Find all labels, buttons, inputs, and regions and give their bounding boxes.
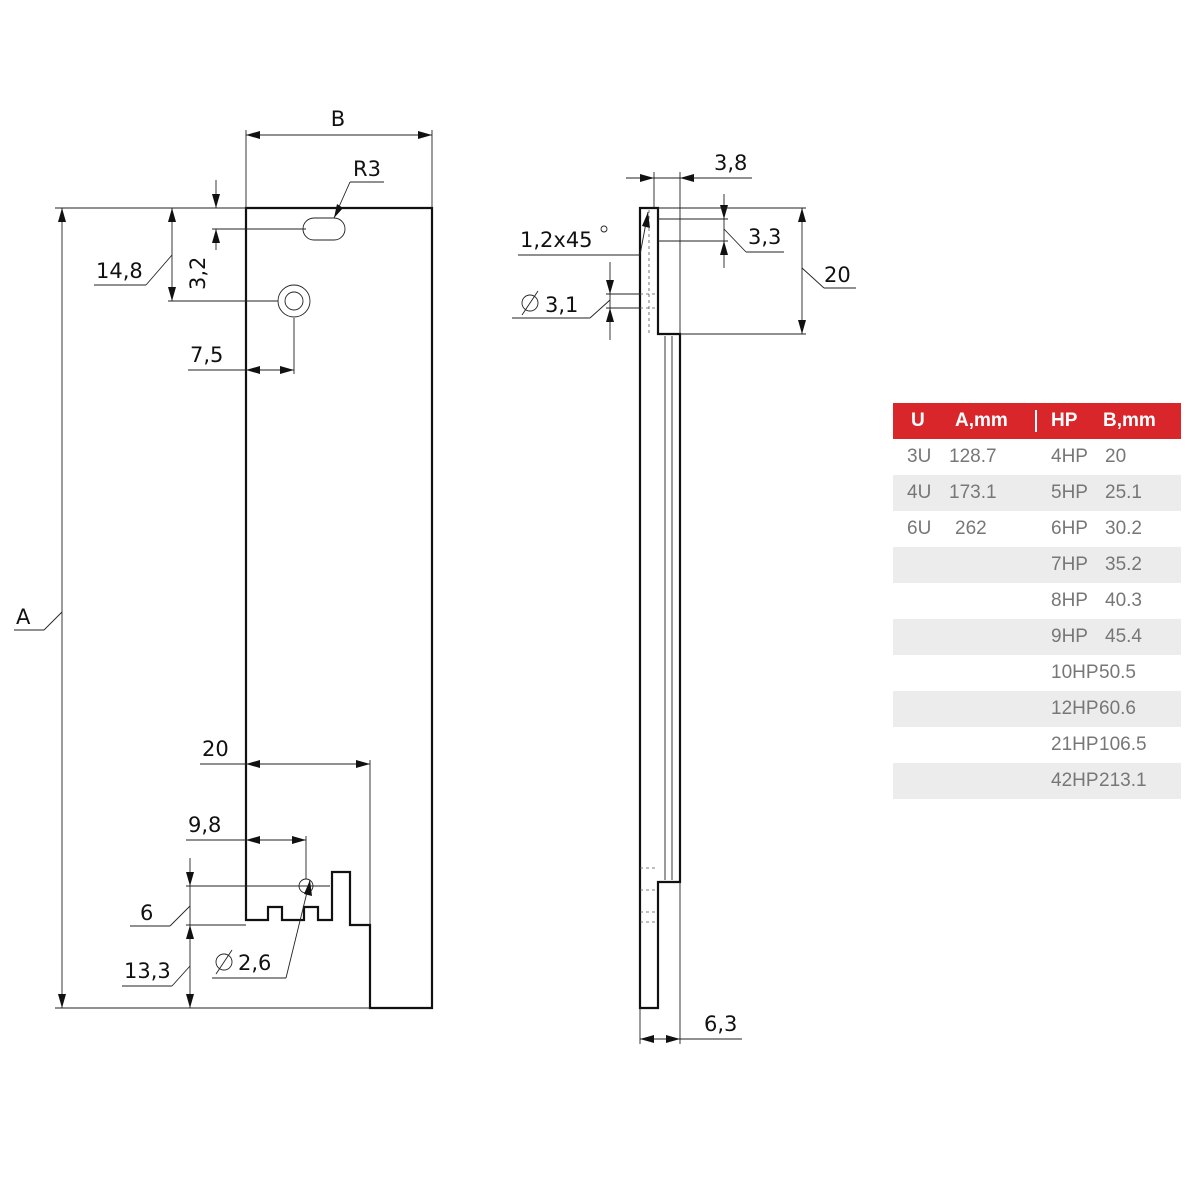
header-a: A,mm xyxy=(945,410,1037,432)
cell-a: 262 xyxy=(955,518,987,539)
table-row: 12HP 60.6 xyxy=(893,691,1181,727)
table-row: 42HP 213.1 xyxy=(893,763,1181,799)
cell-b: 40.3 xyxy=(1105,590,1142,611)
header-hp: HP xyxy=(1051,410,1078,431)
cell-b: 60.6 xyxy=(1099,698,1136,719)
cell-b: 25.1 xyxy=(1105,482,1142,503)
header-b: B,mm xyxy=(1103,410,1156,431)
dim-label-r3: R3 xyxy=(353,157,381,181)
cell-u: 6U xyxy=(907,518,932,539)
dim-label-6: 6 xyxy=(140,901,153,925)
cell-b: 35.2 xyxy=(1105,554,1142,575)
cell-hp: 9HP xyxy=(1051,626,1088,647)
front-panel-outline xyxy=(244,206,434,1010)
cell-hp: 10HP xyxy=(1051,662,1099,683)
table-row: 9HP 45.4 xyxy=(893,619,1181,655)
table-row: 21HP 106.5 xyxy=(893,727,1181,763)
dim-label-b: B xyxy=(331,107,345,131)
diameter-icon-side xyxy=(521,290,539,316)
cell-b: 45.4 xyxy=(1105,626,1142,647)
mounting-slot xyxy=(302,217,346,241)
header-u: U xyxy=(911,410,925,431)
size-table: U A,mm HP B,mm 3U 128.7 4HP 20 4U 173.1 … xyxy=(893,403,1181,799)
cell-a: 128.7 xyxy=(949,446,997,467)
dim-label-14-8: 14,8 xyxy=(96,259,143,283)
dim-label-chamfer: 1,2x45 xyxy=(520,228,593,252)
table-row: 10HP 50.5 xyxy=(893,655,1181,691)
cell-hp: 6HP xyxy=(1051,518,1088,539)
cell-b: 213.1 xyxy=(1099,770,1147,791)
dim-label-9-8: 9,8 xyxy=(188,813,221,837)
cell-hp: 4HP xyxy=(1051,446,1088,467)
table-row: 7HP 35.2 xyxy=(893,547,1181,583)
cell-hp: 7HP xyxy=(1051,554,1088,575)
side-view: 3,8 3,3 20 1,2x45 xyxy=(512,151,856,1044)
degree-symbol xyxy=(600,225,608,233)
cell-b: 106.5 xyxy=(1099,734,1147,755)
table-row: 6U 262 6HP 30.2 xyxy=(893,511,1181,547)
dim-label-20-side: 20 xyxy=(824,263,851,287)
dim-label-3-8: 3,8 xyxy=(714,151,747,175)
cell-hp: 8HP xyxy=(1051,590,1088,611)
dim-label-13-3: 13,3 xyxy=(124,959,171,983)
cell-a: 173.1 xyxy=(949,482,997,503)
cell-b: 30.2 xyxy=(1105,518,1142,539)
dim-label-dia-2-6: 2,6 xyxy=(238,951,271,975)
mounting-hole-outer xyxy=(277,284,311,318)
table-row: 4U 173.1 5HP 25.1 xyxy=(893,475,1181,511)
cell-u: 3U xyxy=(907,446,932,467)
cell-b: 20 xyxy=(1105,446,1127,467)
dim-label-dia-3-1: 3,1 xyxy=(545,293,578,317)
dim-label-20: 20 xyxy=(202,737,229,761)
dim-label-a: A xyxy=(16,605,31,629)
diameter-icon xyxy=(215,949,233,975)
cell-hp: 12HP xyxy=(1051,698,1099,719)
table-row: 8HP 40.3 xyxy=(893,583,1181,619)
cell-hp: 21HP xyxy=(1051,734,1099,755)
cell-b: 50.5 xyxy=(1099,662,1136,683)
cell-u: 4U xyxy=(907,482,932,503)
table-header: U A,mm HP B,mm xyxy=(893,403,1181,439)
table-row: 3U 128.7 4HP 20 xyxy=(893,439,1181,475)
dim-label-3-2: 3,2 xyxy=(186,257,210,290)
mounting-hole-inner xyxy=(284,291,304,311)
dim-label-7-5: 7,5 xyxy=(190,343,223,367)
side-panel-outline xyxy=(638,206,682,1010)
dim-label-3-3: 3,3 xyxy=(748,225,781,249)
dim-label-6-3: 6,3 xyxy=(704,1012,737,1036)
cell-hp: 42HP xyxy=(1051,770,1099,791)
cell-hp: 5HP xyxy=(1051,482,1088,503)
front-view: B R3 A 14,8 3,2 7,5 xyxy=(14,107,434,1010)
